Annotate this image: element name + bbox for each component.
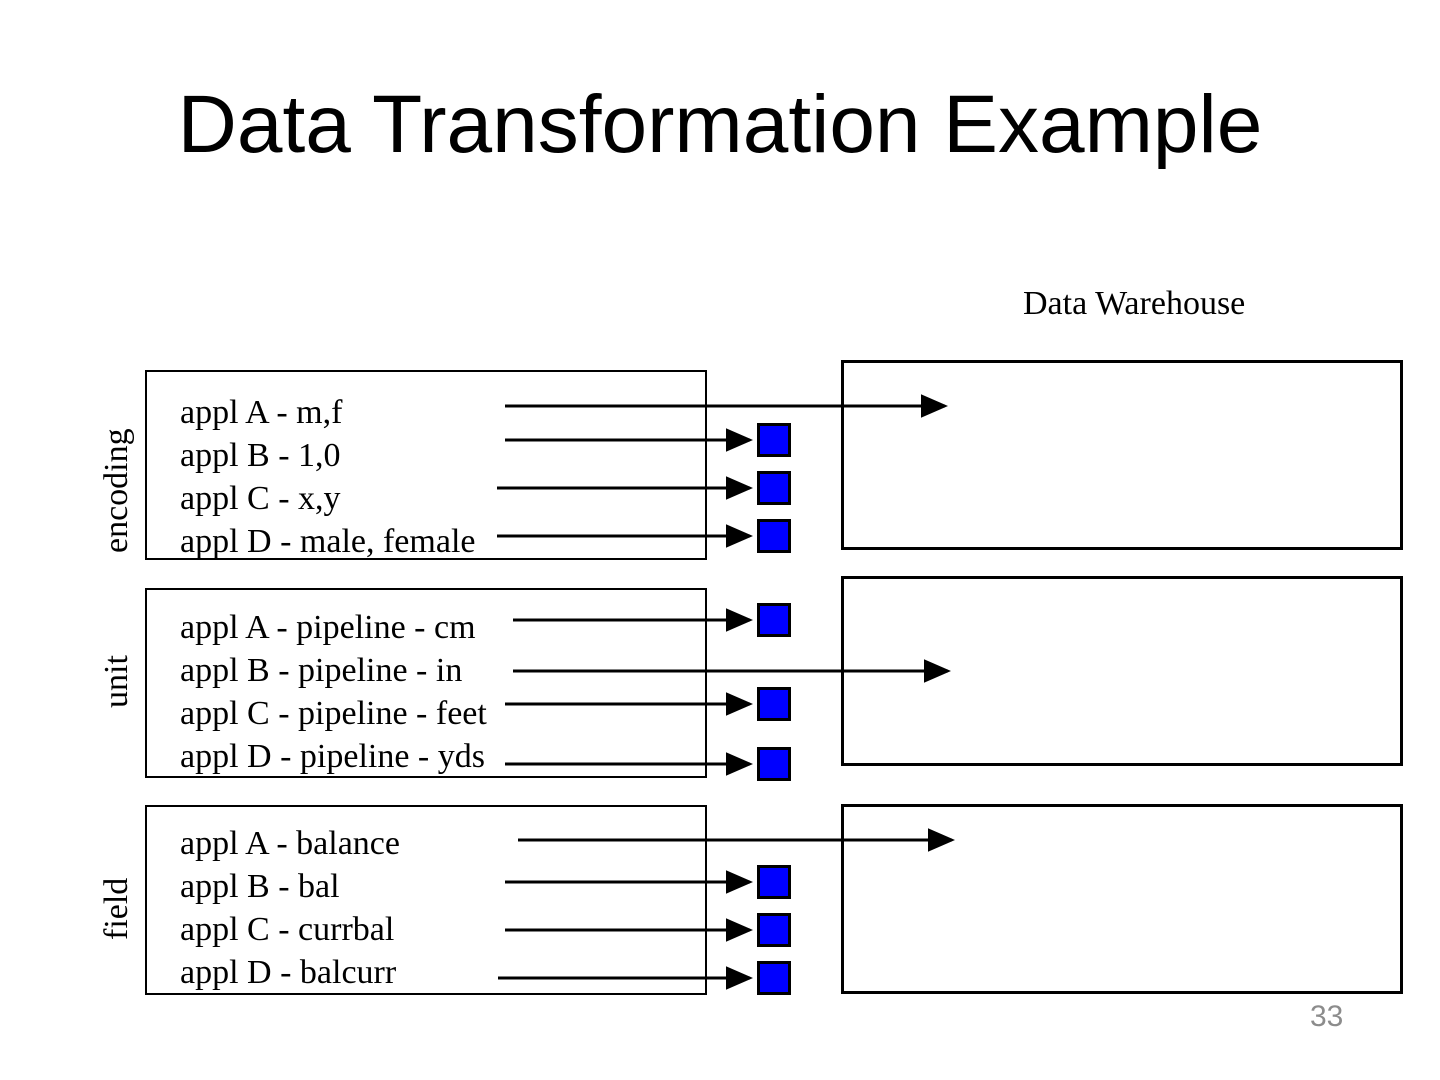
source-box-field [145,805,707,995]
row-label-encoding: encoding [98,428,135,553]
source-line-unit-c: appl C - pipeline - feet [180,695,487,732]
transform-square-icon [757,471,791,505]
warehouse-box-field [841,804,1403,994]
source-line-encoding-d: appl D - male, female [180,523,476,560]
source-line-unit-a: appl A - pipeline - cm [180,609,476,646]
transform-square-icon [757,865,791,899]
transform-square-icon [757,423,791,457]
transform-square-icon [757,961,791,995]
source-line-encoding-b: appl B - 1,0 [180,437,341,474]
transform-square-icon [757,913,791,947]
warehouse-box-encoding [841,360,1403,550]
transform-square-icon [757,747,791,781]
source-line-encoding-c: appl C - x,y [180,480,341,517]
source-box-encoding [145,370,707,560]
row-label-unit: unit [98,655,135,708]
page-number: 33 [1310,1000,1344,1033]
page-title: Data Transformation Example [177,79,1263,170]
row-label-field: field [98,877,135,940]
transform-square-icon [757,519,791,553]
source-line-unit-d: appl D - pipeline - yds [180,738,485,775]
warehouse-box-unit [841,576,1403,766]
transform-square-icon [757,687,791,721]
source-line-field-d: appl D - balcurr [180,954,397,991]
source-line-unit-b: appl B - pipeline - in [180,652,463,689]
source-line-field-b: appl B - bal [180,868,340,905]
source-line-field-a: appl A - balance [180,825,400,862]
data-warehouse-caption: Data Warehouse [1023,285,1246,322]
source-line-field-c: appl C - currbal [180,911,395,948]
transform-square-icon [757,603,791,637]
source-line-encoding-a: appl A - m,f [180,394,343,431]
